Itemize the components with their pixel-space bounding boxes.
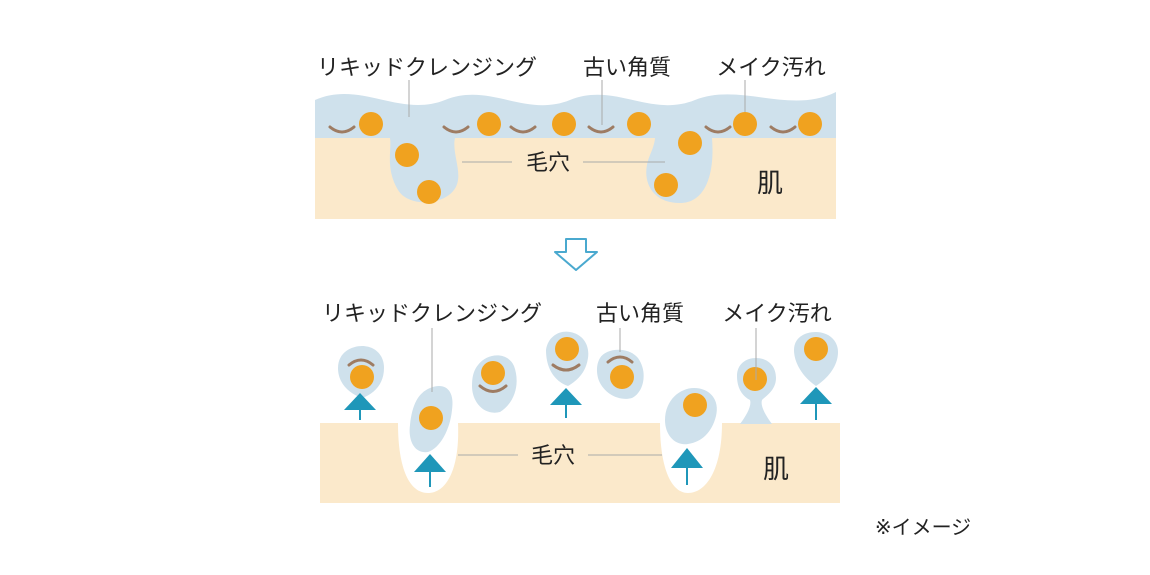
down-arrow-outline-icon [554, 238, 598, 271]
keratin-arc [551, 363, 581, 372]
before-cleansing-layer [315, 92, 836, 203]
makeup-dirt-dot [419, 406, 443, 430]
makeup-dirt-dot [683, 393, 707, 417]
after-arrow-group [344, 387, 832, 487]
makeup-dirt-dot [350, 365, 374, 389]
keratin-arc [442, 125, 470, 134]
after-dirt-group [350, 337, 828, 430]
makeup-dirt-dot [678, 131, 702, 155]
after-skin-layer [320, 423, 840, 503]
after-keratin-group [347, 355, 634, 393]
makeup-dirt-dot [627, 112, 651, 136]
keratin-arc [328, 125, 356, 134]
makeup-dirt-dot [477, 112, 501, 136]
makeup-dirt-dot [733, 112, 757, 136]
after-label-pore: 毛穴 [531, 444, 575, 469]
before-label-cleansing: リキッドクレンジング [317, 56, 537, 81]
keratin-arc [347, 358, 375, 367]
keratin-arc [587, 125, 615, 134]
makeup-dirt-dot [395, 143, 419, 167]
keratin-arc [769, 125, 797, 134]
up-arrow-icon [550, 388, 582, 418]
before-panel: リキッドクレンジング 古い角質 メイク汚れ 毛穴 肌 [315, 56, 836, 219]
keratin-arc [704, 125, 732, 134]
after-label-makeup: メイク汚れ [722, 302, 832, 327]
after-panel: リキッドクレンジング 古い角質 メイク汚れ 毛穴 肌 [320, 302, 840, 503]
before-label-skin: 肌 [757, 169, 783, 199]
before-dirt-group [359, 112, 822, 204]
after-leader-lines [431, 328, 757, 456]
image-note: ※イメージ [875, 515, 971, 539]
after-label-keratin: 古い角質 [596, 302, 684, 327]
before-leader-lines [408, 80, 746, 163]
makeup-dirt-dot [417, 180, 441, 204]
makeup-dirt-dot [555, 337, 579, 361]
before-label-makeup: メイク汚れ [716, 56, 826, 81]
makeup-dirt-dot [804, 337, 828, 361]
keratin-arc [509, 125, 537, 134]
up-arrow-icon [414, 454, 446, 487]
up-arrow-icon [800, 387, 832, 420]
after-label-cleansing: リキッドクレンジング [322, 302, 542, 327]
after-label-skin: 肌 [763, 455, 789, 485]
before-label-pore: 毛穴 [526, 151, 570, 176]
makeup-dirt-dot [552, 112, 576, 136]
before-keratin-group [328, 125, 797, 134]
makeup-dirt-dot [359, 112, 383, 136]
up-arrow-icon [671, 448, 703, 485]
keratin-arc [606, 355, 634, 364]
up-arrow-icon [344, 393, 376, 420]
makeup-dirt-dot [610, 365, 634, 389]
before-label-keratin: 古い角質 [583, 56, 671, 81]
makeup-dirt-dot [798, 112, 822, 136]
makeup-dirt-dot [743, 367, 767, 391]
keratin-arc [478, 384, 508, 393]
makeup-dirt-dot [481, 361, 505, 385]
makeup-dirt-dot [654, 173, 678, 197]
